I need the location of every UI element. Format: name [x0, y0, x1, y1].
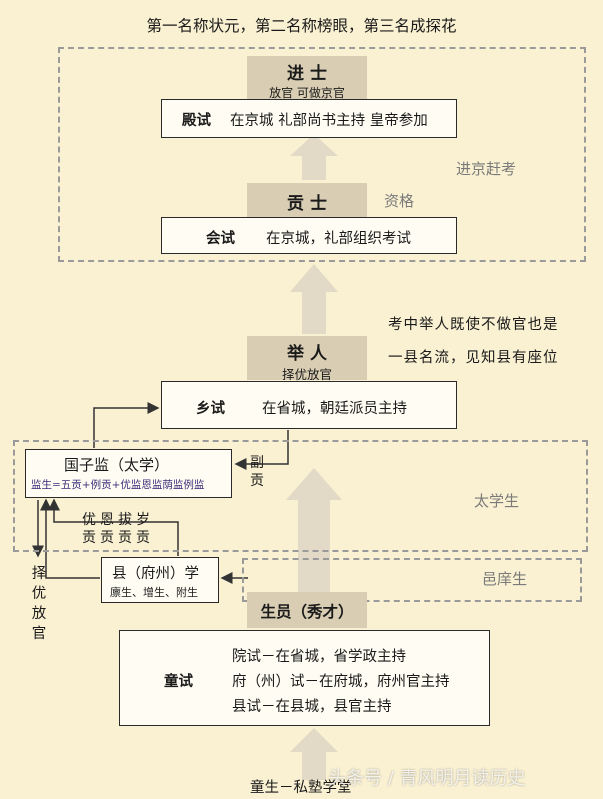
zeyou-char-3: 放	[31, 606, 47, 622]
zeyou-char-2: 优	[31, 586, 47, 602]
bottom-tongsheng: 童生－私塾学堂	[250, 780, 352, 796]
juren-title: 举 人	[287, 344, 327, 364]
xianxue-detail: 廪生、增生、附生	[110, 586, 198, 599]
xianxue-box: 县（府州）学 廪生、增生、附生	[101, 557, 219, 603]
xiangshi-detail: 在省城，朝廷派员主持	[262, 401, 407, 417]
juren-note-line1: 考中举人既使不做官也是	[388, 317, 559, 333]
xiangshi-box: 乡试 在省城，朝廷派员主持	[161, 381, 457, 429]
tongshi-box: 童试 院试－在省城，省学政主持 府（州）试－在府城，府州官主持 县试－在县城，县…	[119, 630, 490, 726]
juren-note-line2: 一县名流，见知县有座位	[388, 350, 559, 366]
tongshi-line3: 县试－在县城，县官主持	[232, 699, 392, 715]
zeyou-char-4: 官	[31, 626, 47, 642]
dianshi-box: 殿试 在京城 礼部尚书主持 皇帝参加	[161, 99, 457, 138]
xianxue-title: 县（府州）学	[112, 566, 199, 582]
xiangshi-label: 乡试	[196, 400, 225, 417]
jinshi-header: 进 士 放官 可做京官	[247, 56, 367, 100]
huishi-label: 会试	[206, 230, 235, 247]
juren-header: 举 人 择优放官	[247, 336, 367, 382]
shengyuan-title: 生员（秀才）	[260, 602, 354, 621]
dianshi-label: 殿试	[182, 112, 211, 129]
juren-subtitle: 择优放官	[281, 367, 332, 382]
up-arrow-juren	[290, 264, 338, 334]
arrow-xianxue-to-guozijian	[40, 498, 100, 579]
fugong-char1: 副	[250, 455, 264, 471]
gongshi-header: 贡 士	[247, 183, 367, 217]
up-arrow-gongshi	[290, 134, 338, 180]
top-caption: 第一名称状元，第二名称榜眼，第三名成探花	[146, 17, 457, 35]
jinshi-title: 进 士	[287, 64, 327, 84]
region-taixue-label: 太学生	[474, 492, 520, 510]
jinshi-subtitle: 放官 可做京官	[269, 86, 345, 100]
arrow-guozijian-to-xiangshi	[93, 402, 160, 448]
fugong-char2: 贡	[250, 473, 264, 489]
huishi-box: 会试 在京城，礼部组织考试	[161, 217, 457, 254]
region-yixiang-label: 邑庠生	[482, 570, 528, 588]
shengyuan-header: 生员（秀才）	[247, 592, 367, 628]
region-taixue	[13, 440, 588, 552]
guozijian-title: 国子监（太学）	[64, 456, 170, 474]
huishi-detail: 在京城，礼部组织考试	[266, 231, 411, 247]
guozijian-detail: 监生=五贡+例贡+优监恩监荫监例监	[31, 479, 205, 491]
gongshi-title: 贡 士	[287, 194, 327, 214]
dianshi-detail: 在京城 礼部尚书主持 皇帝参加	[230, 113, 428, 129]
up-arrow-taixue	[286, 468, 342, 592]
region-yixiang	[242, 558, 582, 602]
tongshi-label: 童试	[164, 673, 193, 690]
tongshi-line1: 院试－在省城，省学政主持	[232, 649, 406, 665]
region-capital	[58, 47, 586, 262]
gongshi-note: 资格	[384, 192, 415, 210]
zeyou-label: 择 优 放 官	[30, 564, 48, 644]
up-arrow-tongshi	[290, 728, 338, 780]
youen-line1: 优恩拔岁	[82, 512, 154, 528]
watermark: 头条号 / 青风明月读历史	[328, 768, 526, 789]
region-capital-label: 进京赶考	[456, 160, 517, 178]
zeyou-char-1: 择	[31, 566, 47, 582]
arrow-youen	[48, 498, 179, 556]
guozijian-box: 国子监（太学） 监生=五贡+例贡+优监恩监荫监例监	[25, 449, 232, 498]
youen-line2: 贡贡贡贡	[82, 530, 154, 546]
tongshi-line2: 府（州）试－在府城，府州官主持	[232, 674, 450, 690]
